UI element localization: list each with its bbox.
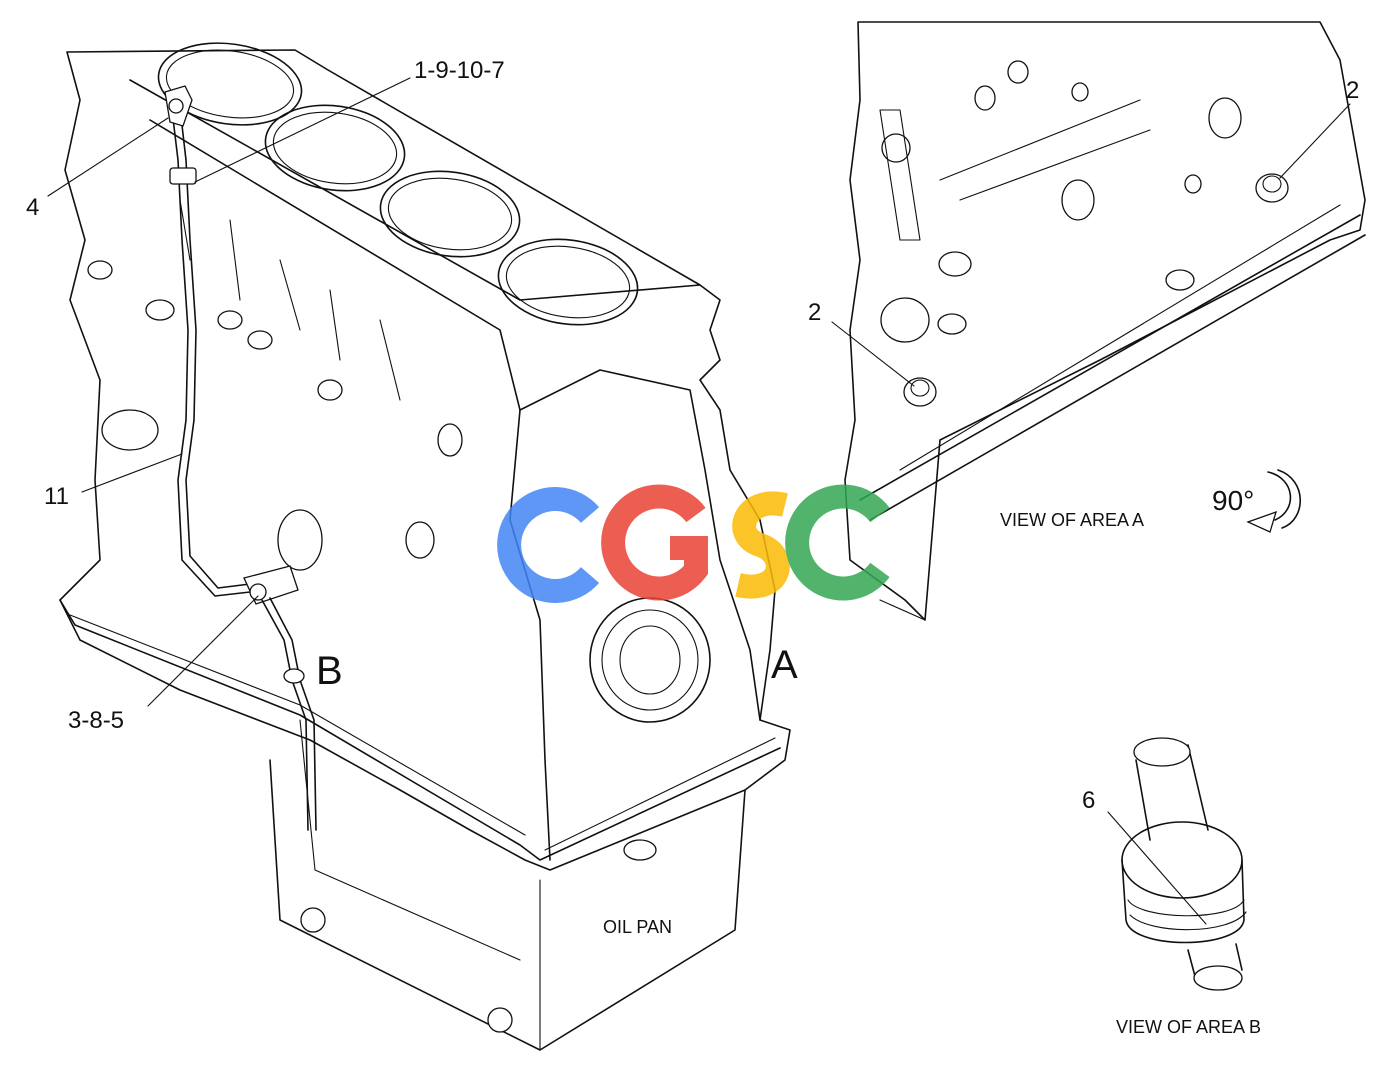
leader-lines	[47, 77, 1351, 925]
oil-pan-label: OIL PAN	[603, 917, 672, 937]
area-letter-b: B	[316, 649, 343, 693]
callout-1-9-10-7: 1-9-10-7	[414, 57, 505, 84]
callout-6: 6	[1082, 787, 1095, 814]
engine-block-drawing	[59, 42, 791, 1051]
view-area-b-caption: VIEW OF AREA B	[1116, 1017, 1261, 1037]
callout-11: 11	[44, 483, 69, 510]
view-area-a-drawing	[844, 21, 1366, 621]
callout-3-8-5: 3-8-5	[68, 707, 124, 734]
view-area-a-caption: VIEW OF AREA A	[1000, 510, 1144, 530]
view-area-b-drawing	[1121, 737, 1247, 991]
area-letter-a: A	[771, 643, 798, 687]
rotation-label: 90°	[1212, 485, 1254, 516]
dipstick-tube-drawing	[164, 85, 317, 831]
callout-2-lower: 2	[808, 299, 821, 326]
rotation-arrow-icon	[1246, 469, 1302, 533]
cgsc-watermark-logo	[497, 484, 890, 603]
callout-2-upper: 2	[1346, 77, 1359, 104]
callout-4: 4	[26, 194, 39, 221]
